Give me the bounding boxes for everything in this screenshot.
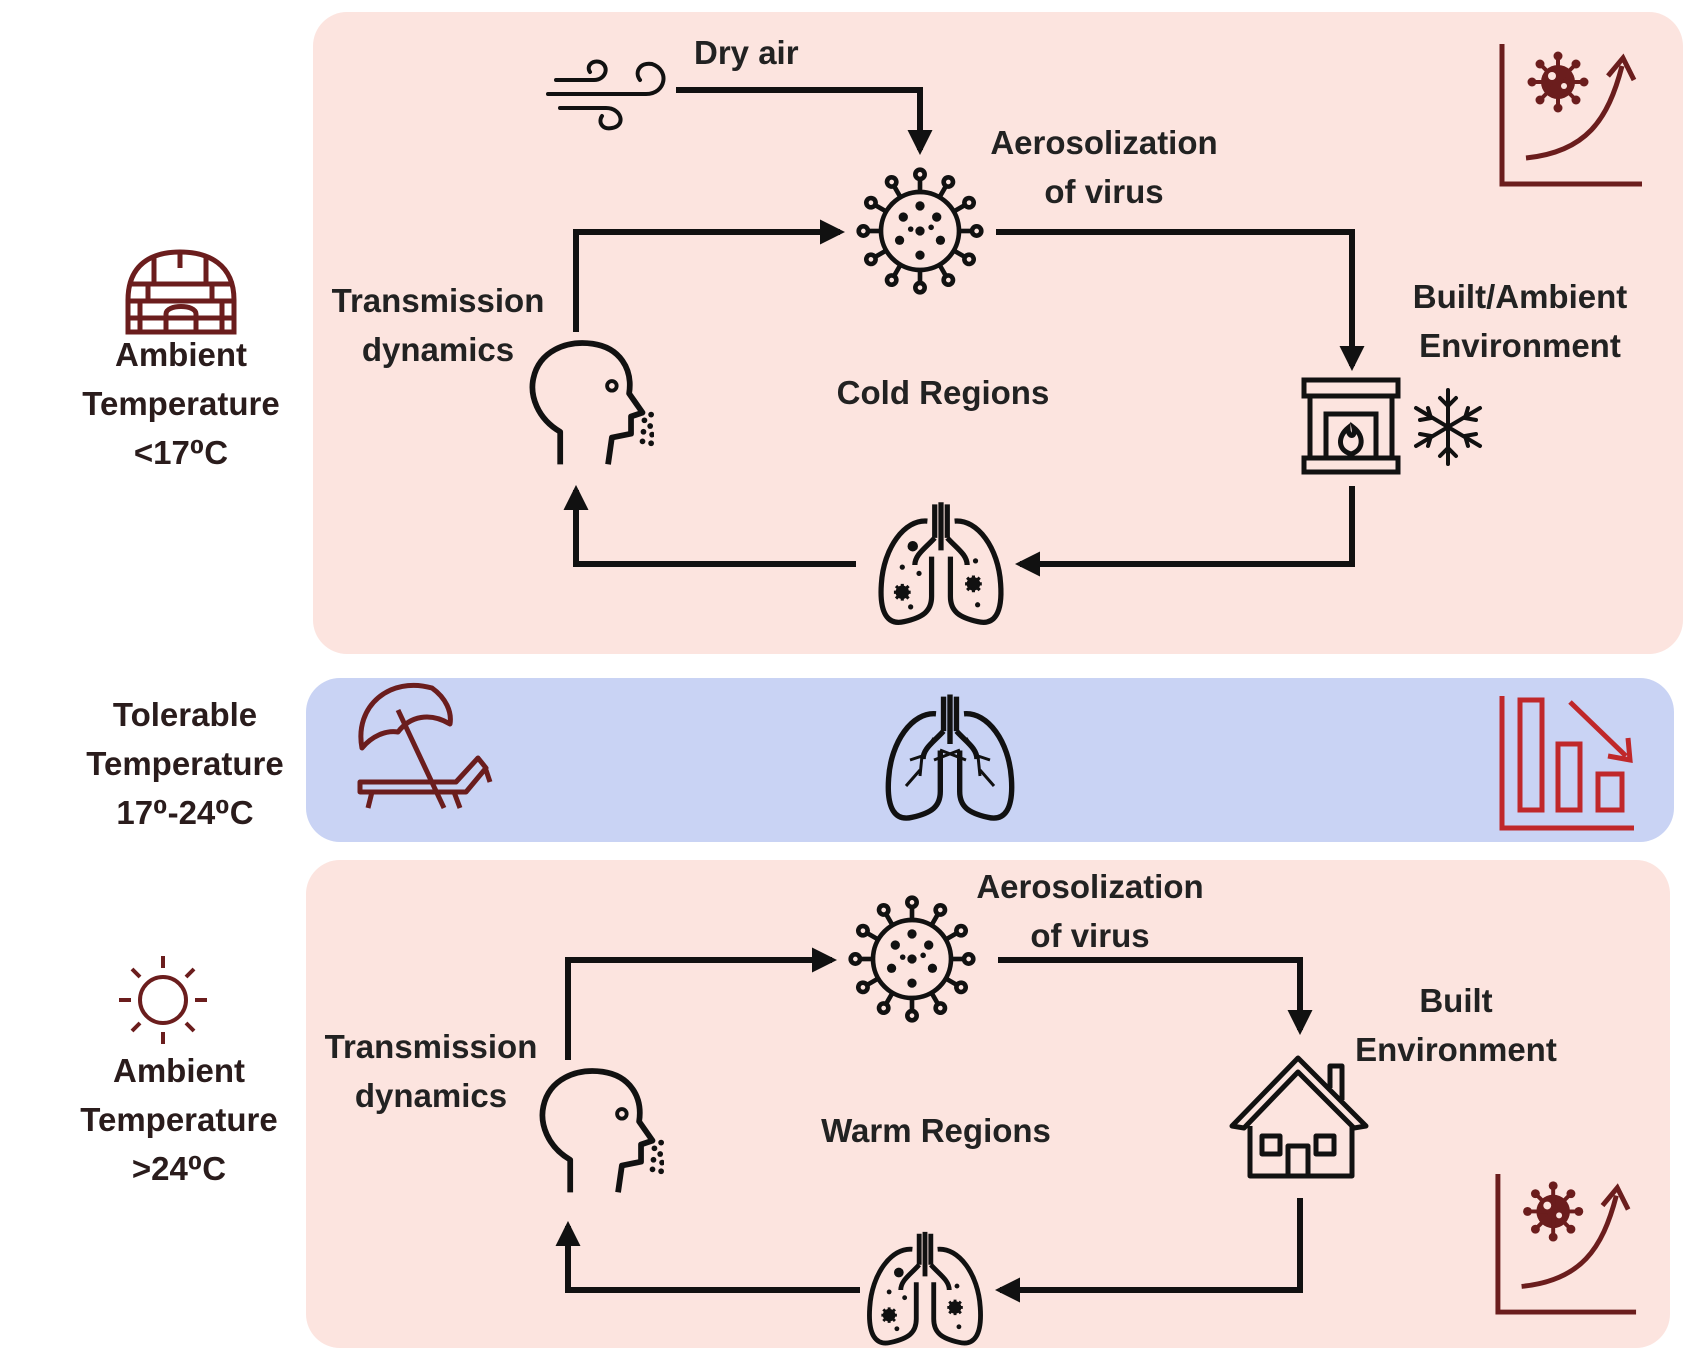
cold-label-line2: Temperature <box>82 385 280 422</box>
sun-icon <box>119 956 207 1044</box>
rising-trend-chart-icon <box>1502 44 1642 184</box>
warm-environment-line1: Built <box>1419 982 1493 1019</box>
house-icon <box>1229 1055 1369 1179</box>
cold-transmission-label: Transmission dynamics <box>318 276 558 374</box>
tolerable-label-line2: Temperature <box>86 745 284 782</box>
healthy-lungs-bronchi <box>904 737 996 787</box>
head-exhale-icon-warm <box>542 1071 664 1192</box>
cold-label-line3: <17⁰C <box>133 434 229 471</box>
cold-region-panel <box>313 12 1683 654</box>
cold-environment-line1: Built/Ambient <box>1412 278 1628 315</box>
tolerable-temperature-label: Tolerable Temperature 17⁰-24⁰C <box>58 690 312 837</box>
warm-cycle-arrows <box>555 947 1313 1303</box>
beach-umbrella-icon <box>357 682 493 810</box>
cold-regions-label: Cold Regions <box>836 374 1050 411</box>
warm-regions-label: Warm Regions <box>821 1112 1051 1149</box>
tolerable-label-line3: 17⁰-24⁰C <box>116 794 254 831</box>
warm-transmission-line2: dynamics <box>354 1077 508 1114</box>
virus-icon <box>859 170 982 293</box>
igloo-icon <box>125 249 237 335</box>
warm-label-line3: >24⁰C <box>131 1150 227 1187</box>
warm-aerosolization-line2: of virus <box>1030 917 1150 954</box>
fireplace-icon <box>1301 377 1401 475</box>
cold-temperature-label: Ambient Temperature <17⁰C <box>54 330 308 477</box>
warm-label-line2: Temperature <box>80 1101 278 1138</box>
healthy-lungs-icon <box>888 694 1011 818</box>
warm-aerosolization-line1: Aerosolization <box>976 868 1204 905</box>
tolerable-label-line1: Tolerable <box>112 696 258 733</box>
falling-bar-chart-icon <box>1499 696 1634 831</box>
cold-environment-label: Built/Ambient Environment <box>1384 272 1656 370</box>
warm-environment-label: Built Environment <box>1330 976 1582 1074</box>
warm-aerosolization-label: Aerosolization of virus <box>950 862 1230 960</box>
warm-transmission-label: Transmission dynamics <box>311 1022 551 1120</box>
warm-label-line1: Ambient <box>113 1052 245 1089</box>
cold-aerosolization-line2: of virus <box>1044 173 1164 210</box>
infected-lungs-icon-warm <box>869 1232 980 1343</box>
cold-environment-line2: Environment <box>1419 327 1621 364</box>
warm-temperature-label: Ambient Temperature >24⁰C <box>52 1046 306 1193</box>
rising-trend-chart-icon-warm <box>1498 1174 1636 1312</box>
cold-transmission-line1: Transmission <box>331 282 545 319</box>
cold-aerosolization-label: Aerosolization of virus <box>964 118 1244 216</box>
warm-region-panel <box>306 860 1670 1348</box>
wind-icon <box>546 59 666 131</box>
cold-label-line1: Ambient <box>115 336 247 373</box>
cold-transmission-line2: dynamics <box>361 331 515 368</box>
snowflake-icon <box>1414 388 1482 466</box>
cold-cycle-arrows <box>563 87 1365 577</box>
infected-lungs-icon <box>881 502 1001 622</box>
cold-aerosolization-line1: Aerosolization <box>990 124 1218 161</box>
warm-environment-line2: Environment <box>1355 1031 1557 1068</box>
warm-transmission-line1: Transmission <box>324 1028 538 1065</box>
dry-air-label: Dry air <box>694 34 799 71</box>
